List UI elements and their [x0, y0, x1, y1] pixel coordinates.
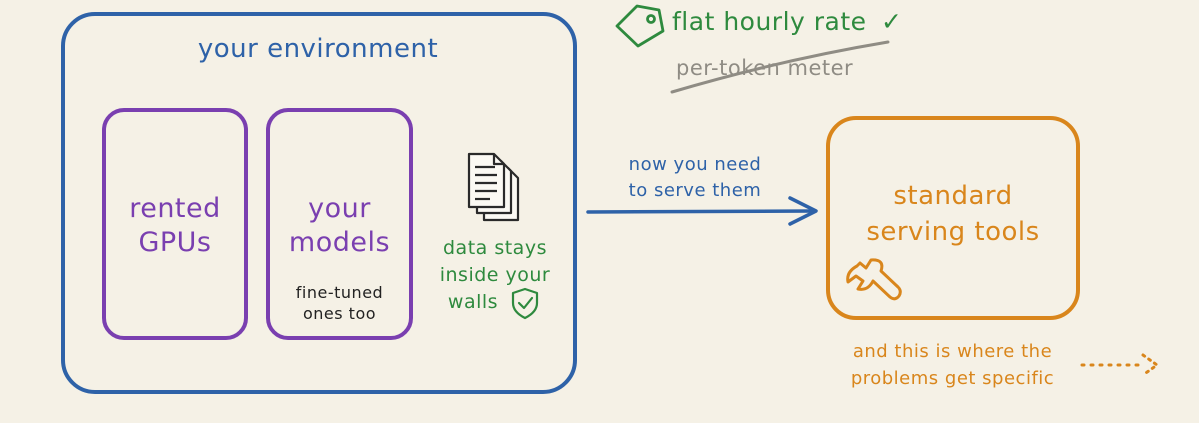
rented-gpus-line2: GPUs	[138, 227, 212, 258]
footer-note-line1: and this is where the	[852, 341, 1053, 362]
price-tag-icon	[615, 4, 665, 48]
shield-check-icon	[511, 287, 539, 320]
environment-title: your environment	[197, 34, 439, 64]
serve-arrow	[586, 196, 818, 226]
documents-icon	[467, 152, 520, 222]
wrench-icon	[846, 258, 902, 301]
arrow-label: now you need to serve them	[600, 152, 790, 204]
dotted-arrow	[1080, 353, 1160, 377]
per-token-meter-label: per-token meter	[676, 56, 854, 80]
flat-rate-text: flat hourly rate	[672, 7, 867, 36]
models-note: fine-tuned ones too	[268, 282, 411, 324]
data-note-line1: data stays	[443, 237, 547, 259]
arrow-label-line2: to serve them	[628, 180, 762, 201]
footer-note: and this is where the problems get speci…	[830, 338, 1075, 392]
serving-tools-line1: standard	[893, 181, 1013, 211]
models-box	[266, 108, 413, 340]
serving-tools-box	[826, 116, 1080, 320]
models-note-line2: ones too	[302, 304, 377, 323]
rented-gpus-line1: rented	[129, 193, 221, 224]
flat-rate-label: flat hourly rate ✓	[672, 7, 902, 36]
arrow-label-line1: now you need	[628, 154, 762, 175]
data-note-line3: walls	[447, 291, 499, 313]
footer-note-line2: problems get specific	[850, 368, 1055, 389]
models-line2: models	[288, 227, 391, 258]
rented-gpus-box	[102, 108, 248, 340]
environment-box	[61, 12, 577, 394]
rented-gpus-label: rented GPUs	[104, 192, 246, 260]
models-note-line1: fine-tuned	[295, 283, 384, 302]
serving-tools-label: standard serving tools	[828, 178, 1078, 250]
models-label: your models	[268, 192, 411, 260]
models-line1: your	[308, 193, 371, 224]
serving-tools-line2: serving tools	[866, 217, 1040, 247]
checkmark-icon: ✓	[881, 7, 903, 36]
data-note-line2: inside your	[439, 264, 551, 286]
strikethrough-line	[670, 40, 890, 94]
data-note: data stays inside your walls	[425, 235, 565, 316]
